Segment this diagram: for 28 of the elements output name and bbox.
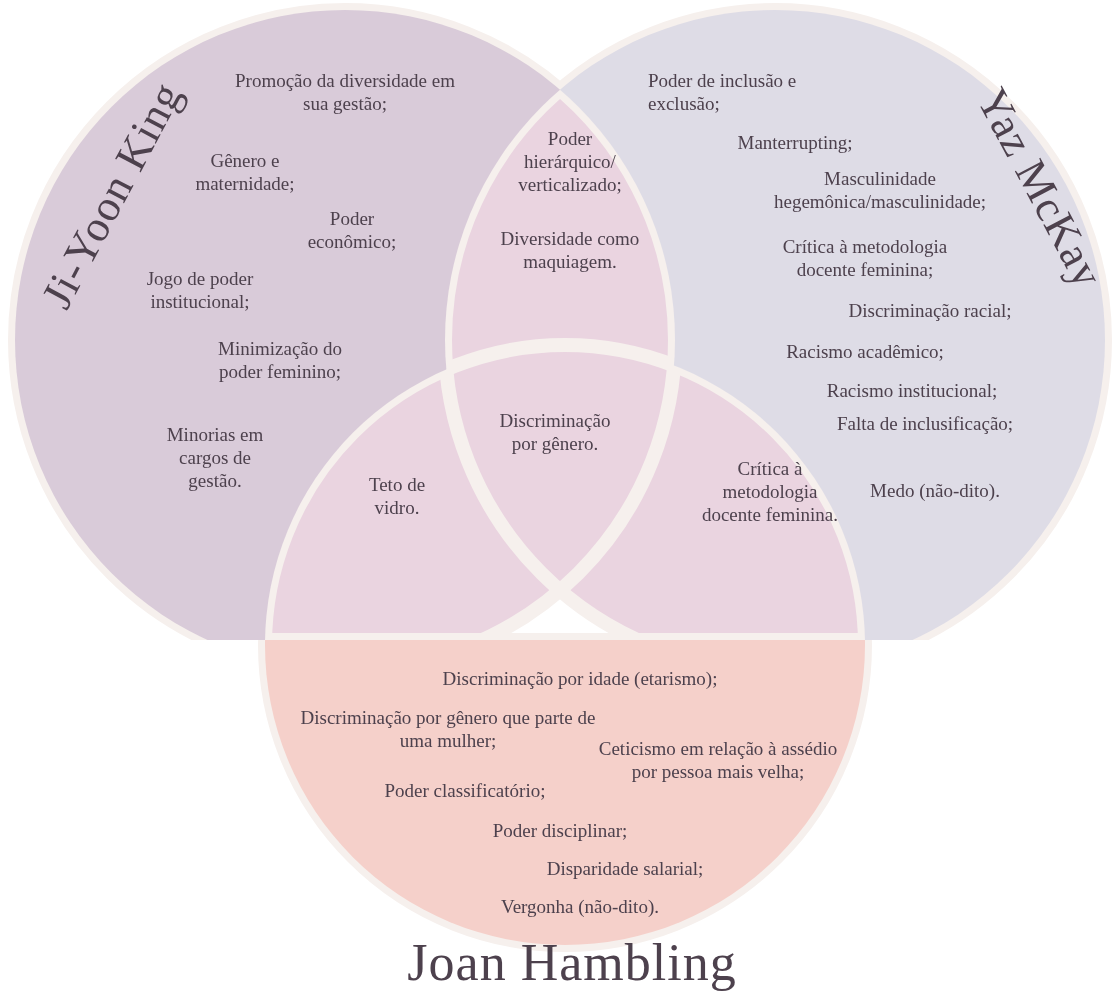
theme-text: Racismo institucional; — [825, 380, 999, 403]
theme-text: Masculinidade hegemônica/masculinidade; — [772, 168, 988, 214]
theme-text: Crítica à metodologia docente feminina; — [781, 236, 949, 282]
theme-text: Poder hierárquico/ verticalizado; — [517, 128, 623, 197]
theme-text: Ceticismo em relação à assédio por pessoa mais velha; — [597, 738, 839, 784]
theme-text: Diversidade como maquiagem. — [500, 228, 640, 274]
theme-text: Falta de inclusificação; — [835, 413, 1015, 436]
theme-text: Poder disciplinar; — [491, 820, 629, 843]
theme-text: Discriminação por gênero. — [498, 410, 612, 456]
theme-text: Poder classificatório; — [383, 780, 547, 803]
theme-text: Manterrupting; — [736, 132, 854, 155]
theme-text: Poder econômico; — [306, 208, 398, 254]
theme-text: Discriminação por gênero que parte de uma mulher; — [299, 707, 597, 753]
theme-text: Minorias em cargos de gestão. — [165, 424, 265, 493]
theme-text: Minimização do poder feminino; — [217, 338, 343, 384]
theme-text: Discriminação racial; — [847, 300, 1013, 323]
theme-text: Gênero e maternidade; — [194, 150, 296, 196]
theme-text: Teto de vidro. — [367, 474, 427, 520]
theme-text: Promoção da diversidade em sua gestão; — [234, 70, 456, 116]
theme-text: Vergonha (não-dito). — [500, 896, 660, 919]
theme-text: Racismo acadêmico; — [785, 341, 945, 364]
theme-text: Discriminação por idade (etarismo); — [441, 668, 719, 691]
set-name: Joan Hambling — [407, 932, 737, 992]
theme-text: Disparidade salarial; — [545, 858, 705, 881]
theme-text: Jogo de poder institucional; — [145, 268, 255, 314]
theme-text: Poder de inclusão e exclusão; — [648, 70, 798, 116]
theme-text: Crítica à metodologia docente feminina. — [700, 458, 840, 527]
theme-text: Medo (não-dito). — [870, 480, 1000, 503]
